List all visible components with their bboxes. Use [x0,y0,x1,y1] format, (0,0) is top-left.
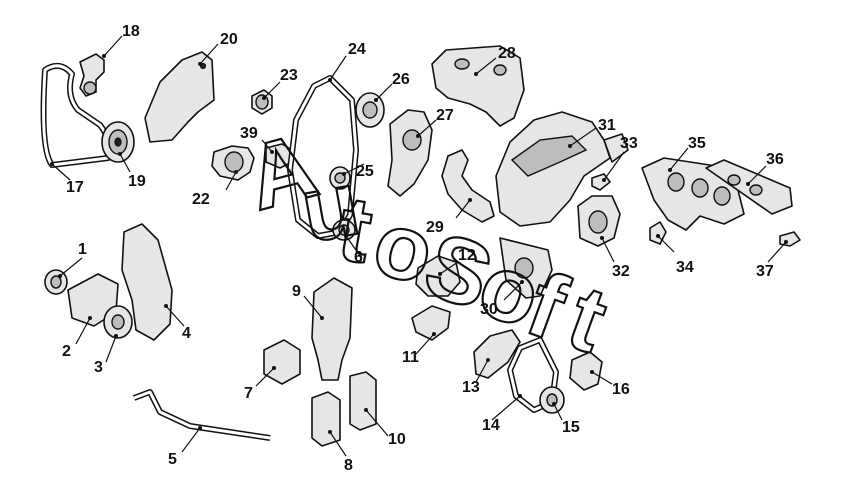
callout-25: 25 [356,163,374,180]
callout-numbers: 1 2 3 4 5 6 7 8 9 10 11 12 13 14 15 16 1… [62,23,784,474]
callout-35: 35 [688,135,706,152]
accessory-belt [40,62,112,168]
callout-18: 18 [122,23,140,40]
callout-3: 3 [94,359,103,376]
callout-34: 34 [676,259,694,276]
timing-cover-upper [144,51,215,143]
callout-11: 11 [402,349,419,366]
callout-29: 29 [426,219,444,236]
oil-filter-assembly [263,277,377,447]
callout-5: 5 [168,451,177,468]
oil-pump-assembly [473,329,603,414]
callout-23: 23 [280,67,298,84]
throttle-gasket [499,237,553,299]
callout-28: 28 [498,45,516,62]
intake-manifold [495,111,629,227]
belt-tensioner [79,53,105,97]
leader-lines [50,35,788,457]
callout-12: 12 [458,247,476,264]
callout-22: 22 [192,191,210,208]
callout-8: 8 [344,457,353,474]
callout-24: 24 [348,41,366,58]
callout-37: 37 [756,263,774,280]
belt-pulley-lower [329,166,356,241]
callout-7: 7 [244,385,253,402]
callout-14: 14 [482,417,500,434]
callout-26: 26 [392,71,410,88]
callout-13: 13 [462,379,480,396]
callout-36: 36 [766,151,784,168]
callout-16: 16 [612,381,630,398]
callout-32: 32 [612,263,630,280]
timing-tensioner [211,143,293,181]
callout-19: 19 [128,173,146,190]
callout-20: 20 [220,31,238,48]
coolant-pipe [132,389,271,441]
crank-pulley [101,121,135,163]
manifold-clip [649,221,667,245]
callout-6: 6 [354,249,363,266]
exhaust-gasket [705,159,793,215]
callout-17: 17 [66,179,84,196]
engine-mount-bracket [411,255,461,341]
callout-1: 1 [78,241,87,258]
water-pump-assembly [44,223,173,341]
camshaft-sprocket [355,92,385,128]
timing-belt [287,75,359,239]
valve-cover [431,45,525,127]
callout-31: 31 [598,117,616,134]
callout-33: 33 [620,135,638,152]
callout-15: 15 [562,419,580,436]
callout-4: 4 [182,325,191,342]
throttle-body [577,195,621,247]
callout-9: 9 [292,283,301,300]
breather-hose [441,149,495,223]
callout-27: 27 [436,107,454,124]
callout-39: 39 [240,125,258,142]
callout-2: 2 [62,343,71,360]
callout-10: 10 [388,431,406,448]
callout-30: 30 [480,301,498,318]
timing-back-plate [387,109,433,197]
